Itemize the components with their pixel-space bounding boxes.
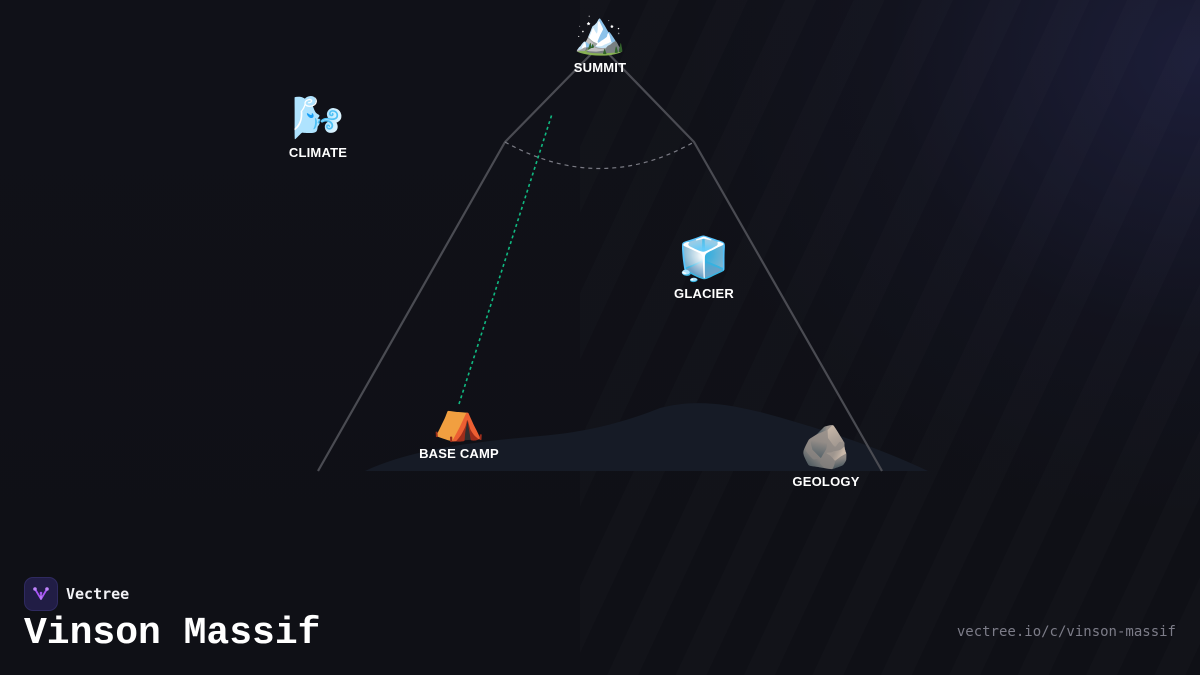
snow-capped-mountain-icon: 🏔️ [573,8,627,57]
tent-icon: ⛺ [432,394,486,443]
brand-name: Vectree [66,585,130,603]
node-label: BASE CAMP [419,446,499,461]
snow-line [504,141,695,169]
node-climate[interactable]: 🌬️ CLIMATE [289,93,347,160]
foothill-shape [365,403,928,471]
node-geology[interactable]: 🪨 GEOLOGY [792,422,859,489]
node-summit[interactable]: 🏔️ SUMMIT [574,8,626,75]
node-label: GLACIER [674,286,734,301]
page-url-link[interactable]: vectree.io/c/vinson-massif [956,624,1176,640]
node-glacier[interactable]: 🧊 GLACIER [674,234,734,301]
brand[interactable]: Vectree [24,577,129,611]
mountain-outline [317,43,883,472]
wind-face-icon: 🌬️ [291,93,345,142]
node-base-camp[interactable]: ⛺ BASE CAMP [419,394,499,461]
page-title: Vinson Massif [24,612,321,655]
climb-route-line [458,113,553,405]
node-label: GEOLOGY [792,474,860,489]
ice-cube-icon: 🧊 [677,234,731,283]
node-label: SUMMIT [573,60,627,75]
vectree-logo-icon [24,577,58,611]
rock-icon: 🪨 [799,422,853,471]
node-label: CLIMATE [288,145,348,160]
